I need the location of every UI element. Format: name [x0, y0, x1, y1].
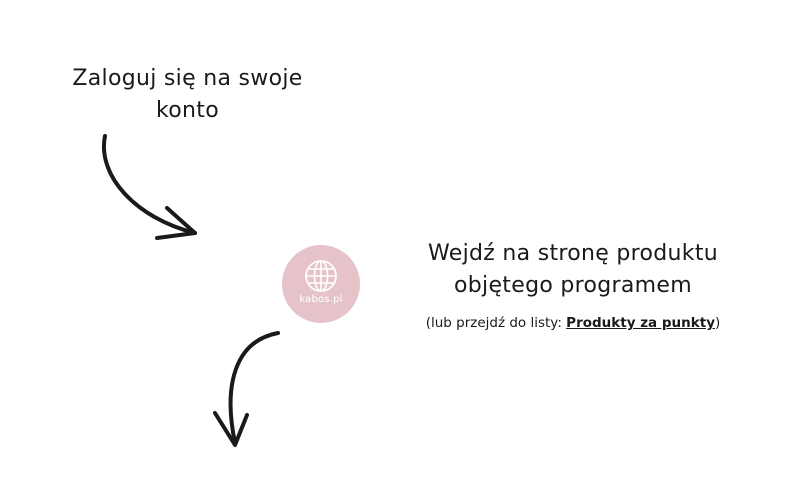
step1-line2: konto — [156, 98, 219, 123]
arrow-right-icon — [101, 134, 197, 240]
logo-text: kabos.pl — [299, 294, 343, 305]
step2-text: Wejdź na stronę produktu objętego progra… — [380, 238, 766, 332]
step2-line2: objętego programem — [454, 273, 692, 298]
step2-note-prefix: (lub przejdź do listy: — [425, 315, 567, 331]
arrow-down-icon — [213, 331, 280, 447]
step2-note: (lub przejdź do listy: Produkty za punkt… — [380, 314, 766, 332]
kabos-logo: kabos.pl — [282, 245, 360, 323]
step1-line1: Zaloguj się na swoje — [72, 66, 303, 91]
step1-text: Zaloguj się na swoje konto — [40, 63, 335, 127]
step2-note-suffix: ) — [715, 315, 721, 331]
globe-icon — [305, 260, 337, 292]
products-for-points-link[interactable]: Produkty za punkty — [566, 315, 715, 331]
step2-line1: Wejdź na stronę produktu — [427, 241, 719, 266]
